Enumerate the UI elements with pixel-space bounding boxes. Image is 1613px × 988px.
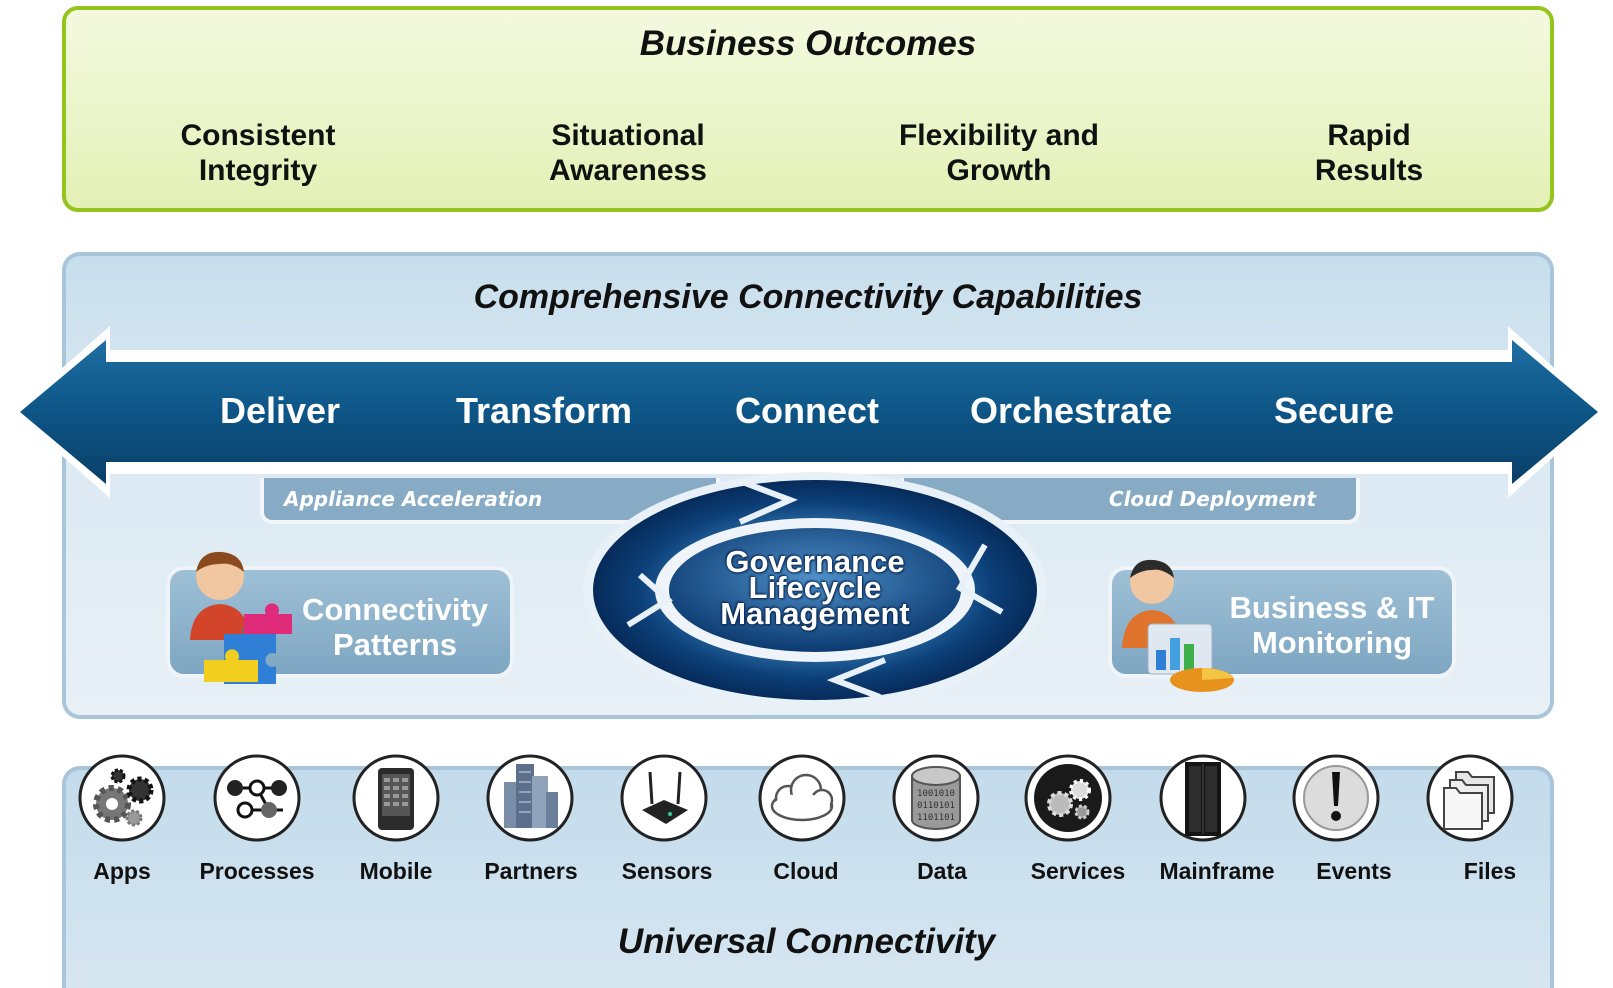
process-flow-icon [213,754,301,842]
gears-icon [78,754,166,842]
database-icon: 1001010 0110101 1101101 [892,754,980,842]
source-label-cloud: Cloud [773,858,839,884]
lifecycle-label: Lifecycle [748,570,882,605]
source-label-sensors: Sensors [621,858,713,884]
svg-text:1101101: 1101101 [917,813,955,823]
source-label-services: Services [1030,858,1126,884]
universal-connectivity-title: Universal Connectivity [617,922,996,961]
governance-label: Governance [725,544,905,579]
outcome-line: Results [1314,154,1424,187]
person-chart-icon [1122,559,1234,692]
cloud-deployment-tab: Cloud Deployment [900,478,1360,524]
outcome-line: Consistent [180,119,336,152]
panel-label-line: Connectivity [301,592,489,627]
outcome-flexibility-growth: Flexibility and Growth [849,118,1149,188]
outcome-rapid-results: Rapid Results [1219,118,1519,188]
mobile-phone-icon [352,754,440,842]
capability-orchestrate: Orchestrate [969,390,1173,431]
outcome-line: Situational [551,119,705,152]
outcome-line: Growth [946,154,1052,187]
outcome-consistent-integrity: Consistent Integrity [108,118,408,188]
svg-text:0110101: 0110101 [917,801,955,811]
capability-deliver: Deliver [219,390,341,431]
capabilities-title: Comprehensive Connectivity Capabilities [473,278,1143,316]
alert-icon [1292,754,1380,842]
capability-secure: Secure [1273,390,1395,431]
panel-label-line: Business & IT [1229,590,1435,625]
cloud-deployment-label: Cloud Deployment [1108,487,1316,511]
svg-text:1001010: 1001010 [917,789,955,799]
outcome-line: Flexibility and [898,119,1100,152]
panel-label-line: Patterns [332,627,458,662]
router-icon [620,754,708,842]
outcome-situational-awareness: Situational Awareness [478,118,778,188]
source-label-mobile: Mobile [359,858,433,884]
management-label: Management [720,596,910,631]
appliance-acceleration-label: Appliance Acceleration [284,487,543,511]
business-it-monitoring-label: Business & IT Monitoring [1212,590,1452,660]
capability-transform: Transform [455,390,633,431]
connectivity-patterns-label: Connectivity Patterns [280,592,510,662]
capability-connect: Connect [735,390,879,431]
source-label-processes: Processes [199,858,315,884]
source-label-partners: Partners [484,858,578,884]
source-label-data: Data [917,858,967,884]
buildings-icon [486,754,574,842]
business-outcomes-title: Business Outcomes [639,24,977,63]
source-label-files: Files [1463,858,1517,884]
source-label-mainframe: Mainframe [1159,858,1275,884]
services-gears-icon [1024,754,1112,842]
folders-icon [1426,754,1514,842]
cloud-icon [758,754,846,842]
source-label-apps: Apps [93,858,151,884]
outcome-line: Awareness [549,154,707,187]
outcome-line: Rapid [1327,119,1411,152]
person-puzzle-icon [190,551,292,684]
panel-label-line: Monitoring [1251,625,1413,660]
source-label-events: Events [1316,858,1392,884]
mainframe-icon [1159,754,1247,842]
business-outcomes-box: Business Outcomes Consistent Integrity S… [62,6,1554,212]
outcome-line: Integrity [198,154,318,187]
appliance-acceleration-tab: Appliance Acceleration [260,478,720,524]
